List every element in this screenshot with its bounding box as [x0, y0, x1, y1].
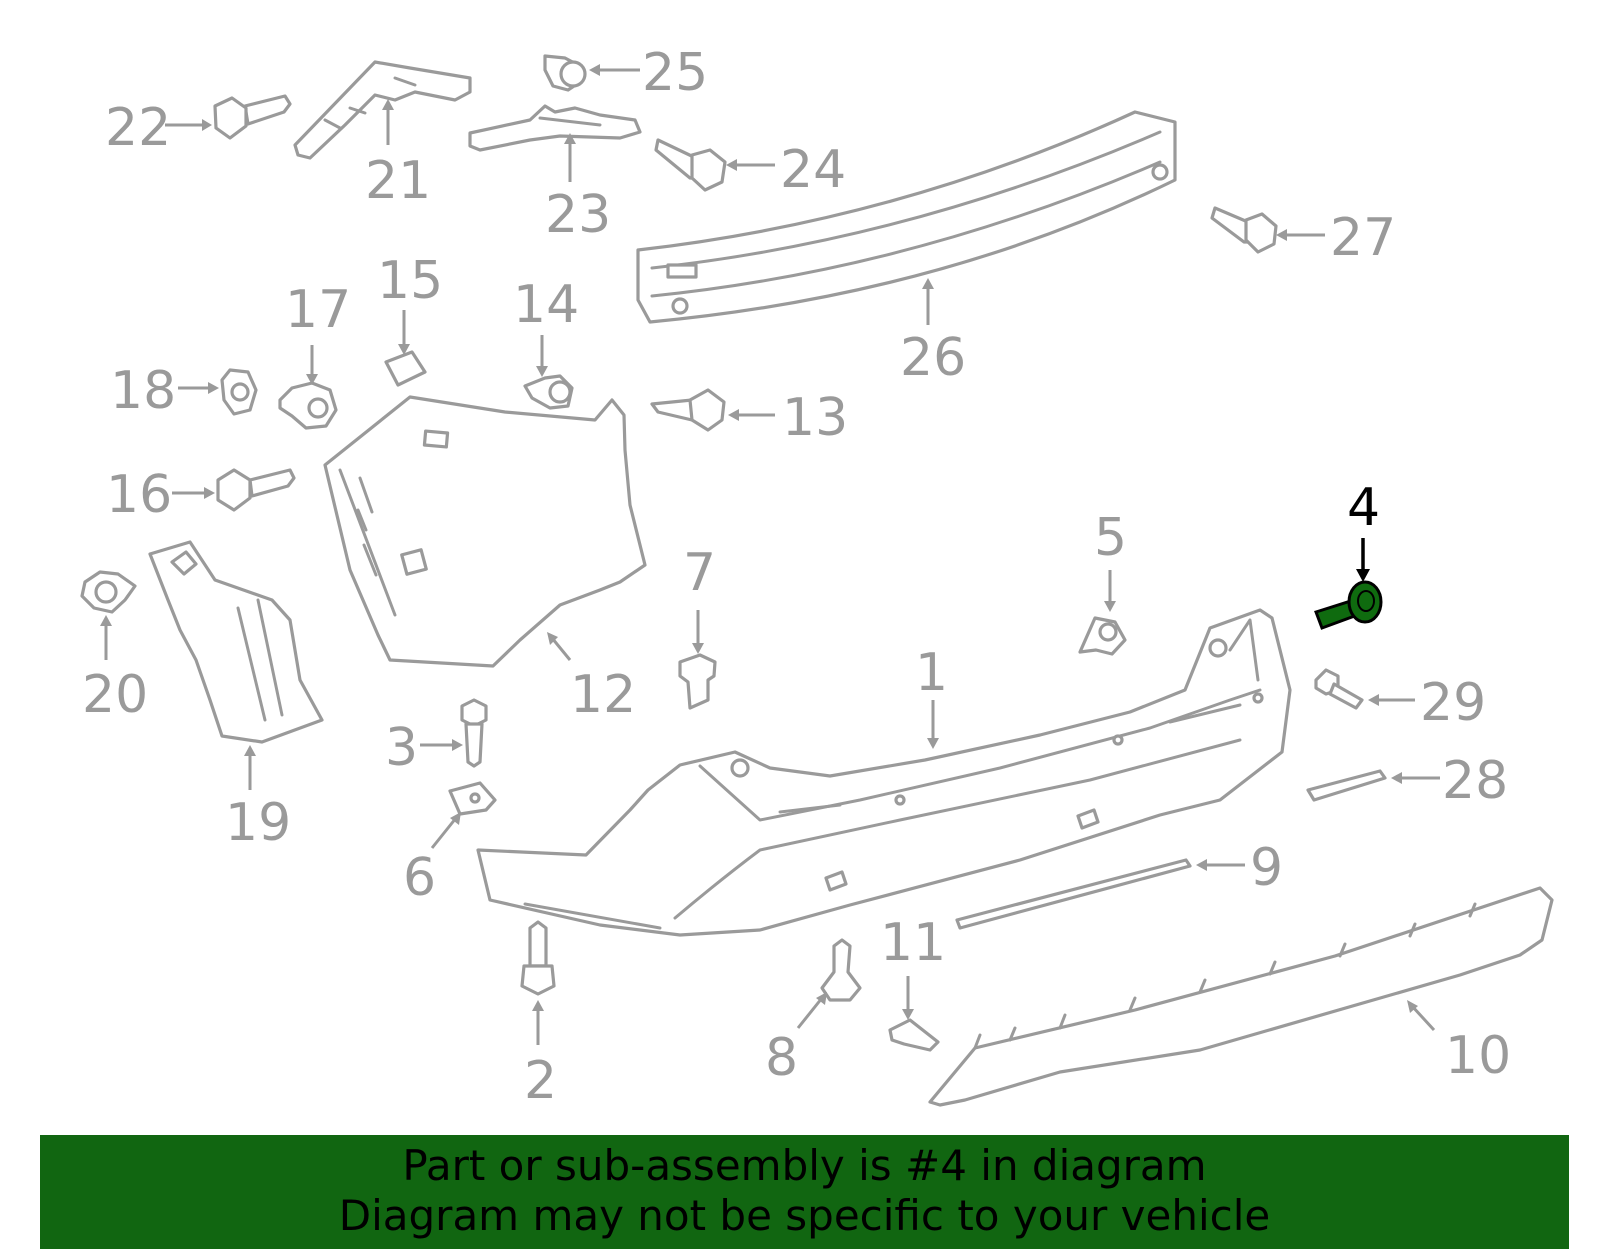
callout-18: 18: [110, 361, 176, 421]
part-13-bolt[interactable]: [650, 388, 726, 432]
callout-19: 19: [225, 793, 291, 853]
part-29-bolt[interactable]: [1314, 668, 1364, 710]
part-2-bolt[interactable]: [520, 920, 556, 996]
part-20-clip[interactable]: [80, 570, 137, 614]
callout-7: 7: [683, 543, 716, 603]
part-25-clip-nut[interactable]: [543, 54, 587, 92]
callout-9: 9: [1250, 838, 1283, 898]
part-9-molding[interactable]: [955, 858, 1192, 930]
callout-13: 13: [782, 388, 848, 448]
part-27-bolt[interactable]: [1210, 206, 1278, 254]
callout-8: 8: [765, 1028, 798, 1088]
callout-21: 21: [365, 151, 431, 211]
callout-15: 15: [377, 251, 443, 311]
part-3-screw[interactable]: [460, 698, 488, 768]
callout-1: 1: [915, 643, 948, 703]
part-8-stud[interactable]: [820, 938, 862, 1002]
callout-14: 14: [513, 275, 579, 335]
part-7-clip[interactable]: [678, 653, 717, 710]
callout-26: 26: [900, 328, 966, 388]
callout-3: 3: [385, 718, 418, 778]
callout-25: 25: [642, 43, 708, 103]
part-23-bracket[interactable]: [468, 104, 642, 152]
banner-line-1: Part or sub-assembly is #4 in diagram: [402, 1141, 1207, 1190]
callout-20: 20: [82, 665, 148, 725]
part-19-bracket[interactable]: [148, 540, 324, 744]
part-16-bolt[interactable]: [216, 468, 296, 512]
callout-17: 17: [285, 280, 351, 340]
callout-23: 23: [545, 185, 611, 245]
part-24-bolt[interactable]: [654, 138, 727, 192]
callout-12: 12: [570, 665, 636, 725]
callout-labels: 22 21 23 25 24 27 26 15 17 18 14 13 16 1…: [82, 43, 1511, 1111]
part-5-clip[interactable]: [1078, 616, 1127, 656]
callout-5: 5: [1094, 508, 1127, 568]
callout-2: 2: [524, 1051, 557, 1111]
callout-16: 16: [106, 465, 172, 525]
part-17-nut[interactable]: [278, 381, 338, 430]
part-26-reinforcement-beam[interactable]: [636, 110, 1177, 324]
info-banner: Part or sub-assembly is #4 in diagram Di…: [40, 1135, 1569, 1249]
callout-4-highlighted: 4: [1347, 478, 1380, 538]
leader-lines: [100, 64, 1440, 1045]
part-28-strip[interactable]: [1306, 769, 1387, 802]
callout-29: 29: [1420, 673, 1486, 733]
part-14-clip[interactable]: [523, 374, 574, 410]
part-6-clip-nut[interactable]: [448, 781, 497, 816]
callout-6: 6: [403, 848, 436, 908]
callout-27: 27: [1330, 208, 1396, 268]
part-1-bumper-cover[interactable]: [476, 608, 1292, 937]
callout-24: 24: [780, 140, 846, 200]
part-22-bolt[interactable]: [213, 94, 292, 140]
callout-11: 11: [880, 913, 946, 973]
part-4-bolt-highlighted[interactable]: [1314, 580, 1383, 630]
callout-10: 10: [1445, 1026, 1511, 1086]
callout-22: 22: [105, 98, 171, 158]
callout-28: 28: [1442, 751, 1508, 811]
part-18-clip[interactable]: [220, 368, 258, 416]
part-11-clip[interactable]: [888, 1018, 940, 1052]
part-10-lower-cover[interactable]: [928, 886, 1554, 1107]
part-21-bracket[interactable]: [293, 60, 472, 160]
part-15-clip[interactable]: [384, 350, 427, 387]
part-12-side-bracket[interactable]: [323, 395, 647, 668]
banner-line-2: Diagram may not be specific to your vehi…: [338, 1191, 1271, 1240]
